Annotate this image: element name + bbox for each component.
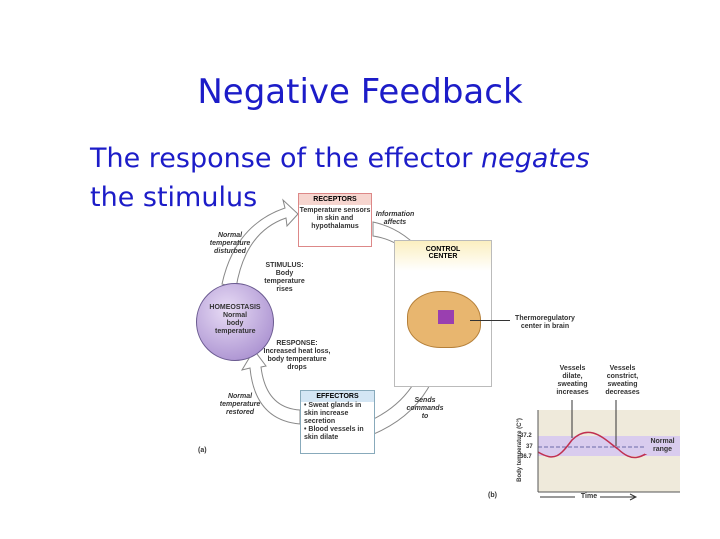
normal-disturbed-label: Normal temperature disturbed [209, 232, 251, 255]
annotation-dilate: Vessels dilate, sweating increases [556, 365, 589, 396]
effector-item: • Blood vessels in skin dilate [304, 426, 364, 441]
subtitle-text: The response of the effector [90, 143, 481, 174]
response-label: RESPONSE:Increased heat loss, body tempe… [258, 340, 336, 372]
subtitle-emphasis: negates [480, 143, 590, 174]
information-affects-label: Information affects [375, 211, 415, 226]
sends-commands-label: Sends commands to [406, 397, 444, 420]
homeostasis-circle: HOMEOSTASIS Normal body temperature [196, 283, 274, 361]
receptors-header: RECEPTORS [299, 194, 371, 205]
receptors-box: RECEPTORS Temperature sensors in skin an… [298, 193, 372, 247]
annotation-constrict: Vessels constrict, sweating decreases [605, 365, 640, 396]
tick-label: 37.2 [520, 433, 532, 439]
effectors-box: EFFECTORS • Sweat glands in skin increas… [300, 390, 375, 454]
effectors-header: EFFECTORS [301, 391, 374, 402]
slide-subtitle: The response of the effector negates [90, 143, 590, 174]
stimulus-title: STIMULUS: [265, 262, 304, 269]
stimulus-body: Body temperature rises [264, 270, 305, 293]
normal-range-band [538, 436, 680, 456]
graph-b-ylabel: Body temperature (C°) [517, 418, 523, 482]
brain-icon [407, 291, 481, 348]
response-body: Increased heat loss, body temperature dr… [263, 348, 331, 371]
tick-label: 37 [526, 444, 533, 450]
subtitle-line2: the stimulus [90, 182, 258, 213]
receptors-body: Temperature sensors in skin and hypothal… [299, 207, 371, 230]
normal-restored-label: Normal temperature restored [219, 393, 261, 416]
homeostasis-body: Normal body temperature [215, 312, 256, 335]
thermoregulatory-label: Thermoregulatory center in brain [515, 315, 575, 330]
stimulus-label: STIMULUS:Body temperature rises [262, 262, 307, 294]
tick-label: 36.7 [520, 454, 532, 460]
effector-item: • Sweat glands in skin increase secretio… [304, 402, 362, 425]
control-center-header: CONTROL CENTER [425, 246, 461, 260]
homeostasis-title: HOMEOSTASIS [209, 304, 261, 311]
panel-b-label: (b) [488, 492, 497, 499]
graph-b-xlabel: Time [580, 493, 598, 500]
thermoregulatory-center-marker [438, 310, 454, 324]
control-center-box: CONTROL CENTER [394, 240, 492, 387]
temperature-curve [537, 431, 661, 459]
response-title: RESPONSE: [276, 340, 318, 347]
leader-line [470, 320, 510, 321]
panel-a-label: (a) [198, 447, 207, 454]
normal-range-label: Normal range [645, 438, 680, 454]
slide-title: Negative Feedback [197, 72, 523, 112]
